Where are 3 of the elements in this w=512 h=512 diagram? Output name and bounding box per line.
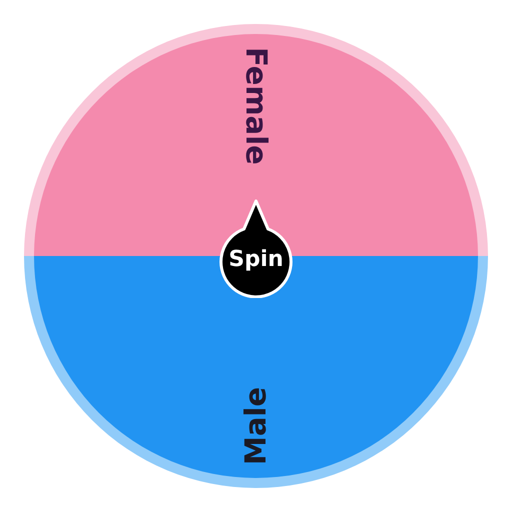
spin-button: Spin: [217, 198, 295, 298]
slice-label: Female: [242, 47, 270, 165]
slice-label: Male: [242, 386, 270, 466]
